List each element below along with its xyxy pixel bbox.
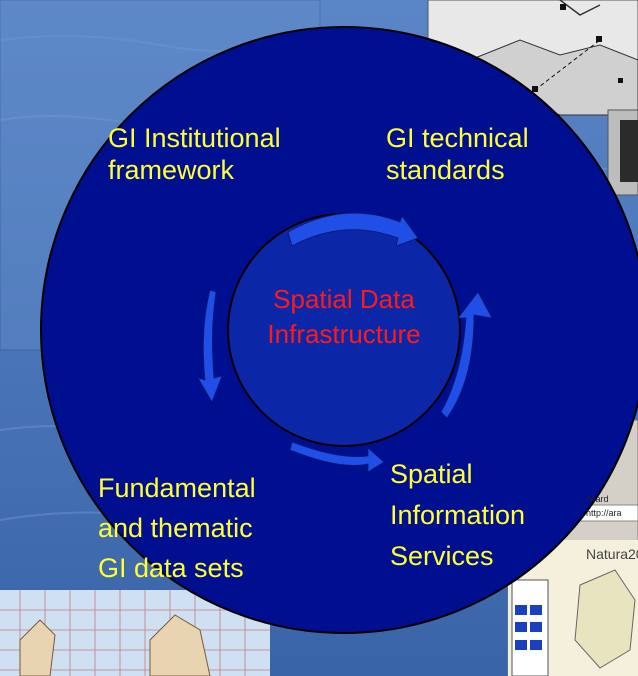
label-line: standards — [386, 155, 505, 185]
dark-panel — [620, 120, 638, 182]
label-line: Fundamental — [98, 473, 256, 503]
label-line: GI Institutional — [108, 123, 281, 153]
label-line: Infrastructure — [267, 319, 421, 349]
cycle-arrow-left — [197, 289, 223, 403]
label-line: and thematic — [98, 513, 253, 543]
label-gi-data-sets: Fundamental and thematic GI data sets — [98, 468, 256, 588]
cycle-arrow-top — [287, 212, 419, 247]
label-spatial-data-infrastructure: Spatial Data Infrastructure — [214, 282, 474, 352]
label-technical-standards: GI technical standards — [386, 122, 529, 186]
cycle-arrow-right — [440, 291, 493, 419]
label-information-services: Spatial Information Services — [390, 454, 525, 577]
label-line: framework — [108, 155, 235, 185]
label-line: Information — [390, 500, 526, 530]
natura-label: Natura20 — [586, 546, 638, 562]
browser-nav-text: rward — [586, 494, 609, 504]
label-line: GI data sets — [98, 553, 244, 583]
label-line: Spatial — [390, 459, 473, 489]
label-line: Services — [390, 541, 494, 571]
cycle-arrow-bottom — [289, 441, 385, 473]
label-line: Spatial Data — [273, 284, 415, 314]
label-line: GI technical — [386, 123, 529, 153]
browser-address-text: http://ara — [586, 508, 622, 518]
label-institutional-framework: GI Institutional framework — [108, 122, 281, 186]
